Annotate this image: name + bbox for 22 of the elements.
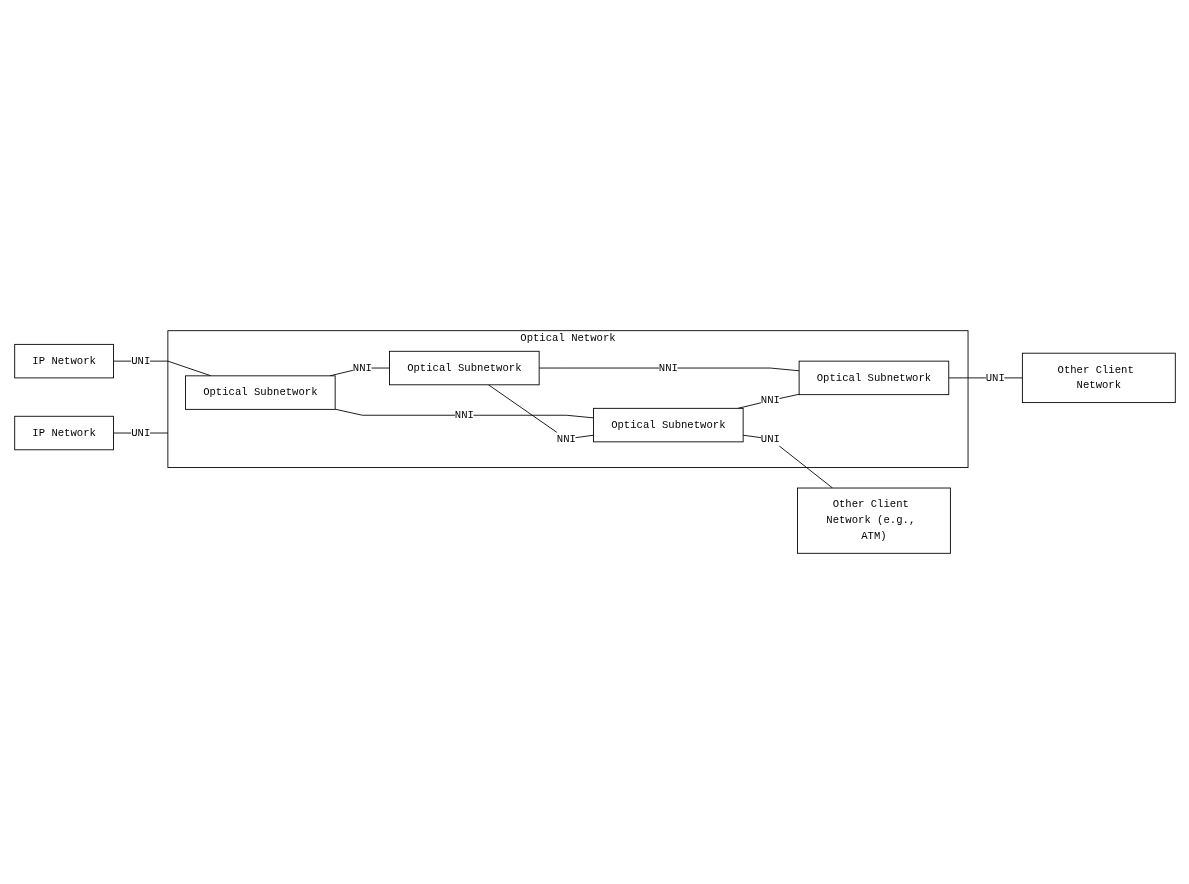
edge-label: NNI — [658, 361, 678, 374]
node-box: Optical Subnetwork — [798, 360, 949, 396]
connector — [742, 434, 833, 489]
node-box: Optical Subnetwork — [388, 350, 540, 386]
connector — [538, 367, 800, 372]
node-box: Optical Subnetwork — [184, 375, 336, 410]
node-box: IP Network — [13, 415, 114, 451]
edge-label: UNI — [760, 432, 780, 445]
edge-label: NNI — [454, 409, 474, 421]
node-box: Other Client Network — [1021, 352, 1176, 404]
connector — [334, 408, 594, 419]
edge-label: UNI — [130, 426, 150, 439]
node-box: Optical Subnetwork — [592, 407, 744, 443]
edge-label: UNI — [130, 354, 150, 367]
node-box: IP Network — [13, 343, 114, 379]
edge-label: NNI — [556, 432, 576, 445]
edge-label: UNI — [985, 371, 1005, 384]
node-box: Other Client Network (e.g., ATM) — [796, 487, 951, 554]
edge-label: NNI — [352, 361, 372, 374]
connector — [487, 384, 594, 440]
edge-label: NNI — [760, 394, 780, 407]
connector — [737, 393, 800, 409]
